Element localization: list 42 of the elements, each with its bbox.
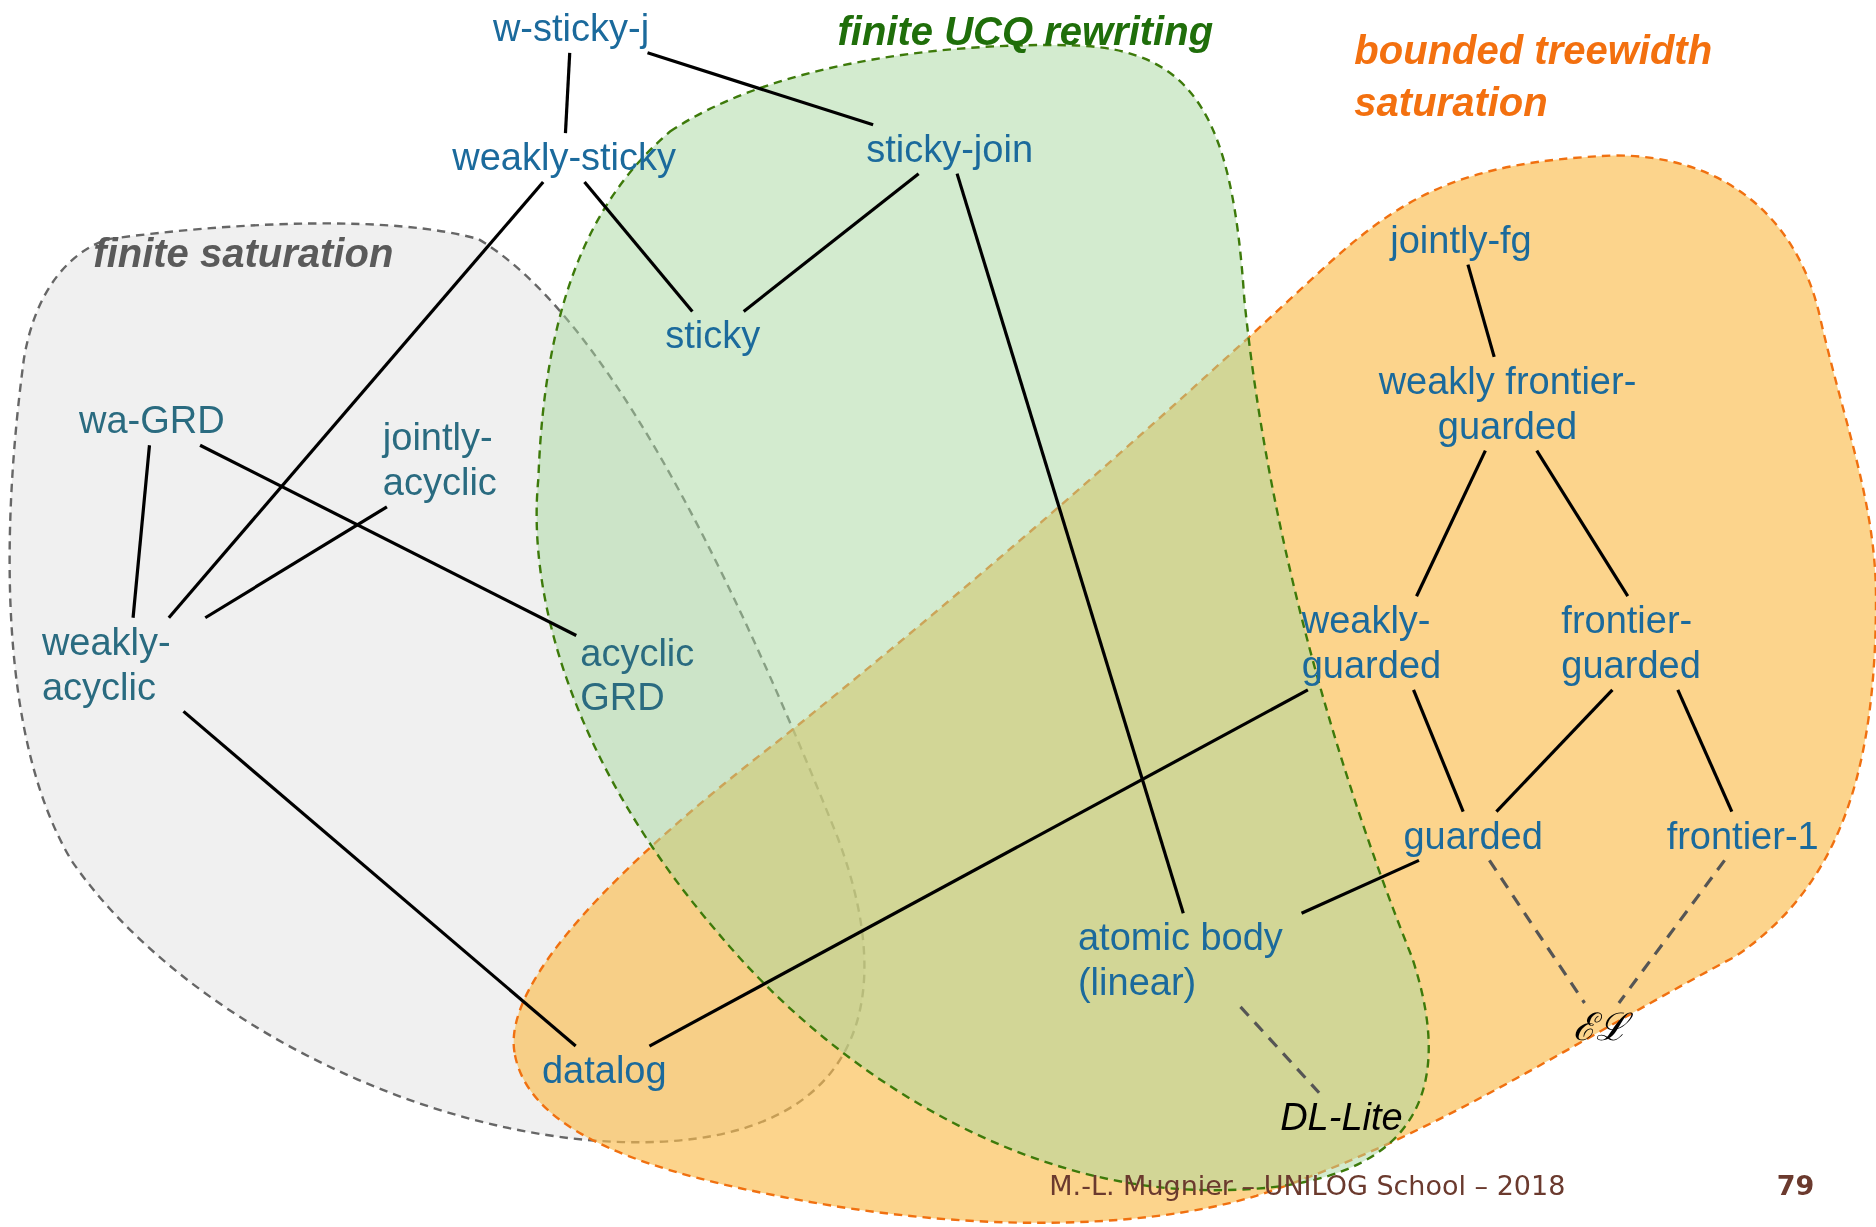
connector-line: [955, 173, 1185, 914]
connector-line: [1300, 858, 1420, 915]
connector-line: [204, 505, 388, 620]
class-label: DL-Lite: [1280, 1094, 1403, 1140]
connector-line: [1466, 264, 1496, 358]
connector-line: [1535, 449, 1630, 598]
page-number: 79: [1776, 1170, 1815, 1202]
connector-line: [563, 52, 572, 134]
connector-line: [742, 172, 920, 313]
class-label: weakly-acyclic: [41, 619, 216, 710]
connector-line: [648, 688, 1309, 1048]
region-title: finite saturation: [93, 230, 394, 278]
class-label: guarded: [1403, 813, 1543, 859]
dashed-line: [1239, 1005, 1321, 1094]
class-label: frontier-1: [1666, 813, 1819, 859]
class-label: atomic body (linear): [1077, 915, 1318, 1005]
connector-line: [199, 443, 577, 637]
class-label: weakly-sticky: [452, 135, 677, 180]
connector-line: [182, 710, 577, 1048]
connector-line: [1676, 689, 1734, 813]
connector-line: [1412, 689, 1465, 813]
connector-line: [1415, 449, 1487, 597]
class-label: acyclic GRD: [580, 630, 730, 721]
region-title: bounded treewidth saturation: [1354, 26, 1714, 126]
class-label: wa-GRD: [78, 398, 225, 444]
class-label: weakly-guarded: [1301, 598, 1488, 688]
connector-line: [131, 445, 152, 618]
dashed-line: [1488, 859, 1586, 1004]
class-label: jointly-fg: [1390, 217, 1532, 263]
dashed-line: [1617, 859, 1726, 1004]
region-title: finite UCQ rewriting: [837, 7, 1214, 55]
class-label: datalog: [541, 1048, 667, 1093]
class-label: sticky: [665, 313, 761, 359]
connector-line: [167, 180, 545, 619]
class-label: frontier-guarded: [1561, 598, 1753, 688]
connector-line: [1495, 688, 1614, 813]
class-label: weakly frontier-guarded: [1316, 358, 1699, 449]
class-label: sticky-join: [866, 126, 1033, 172]
connector-line: [583, 181, 694, 313]
class-label: jointly-acyclic: [382, 415, 545, 505]
class-label: w-sticky-j: [492, 5, 650, 51]
connector-line: [647, 51, 874, 127]
